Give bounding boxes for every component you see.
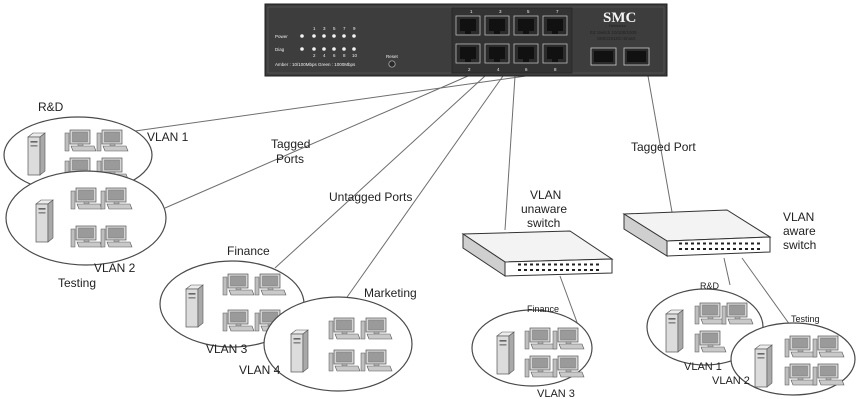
brand-logo: SMC (603, 10, 636, 26)
led-number: 7 (343, 26, 346, 31)
branding: SMC Networks EZ Switch 10/100/1000 SMCGS… (590, 10, 637, 41)
diag-led (300, 47, 304, 51)
finance-left-name: Finance (227, 244, 270, 258)
port-number: 3 (499, 9, 502, 14)
group-finance-mid: Finance VLAN 3 (471, 304, 593, 399)
tagged-port-label: Tagged Port (631, 140, 696, 154)
ethernet-port-8[interactable] (542, 43, 568, 64)
group-rd-right: R&D VLAN 1 (646, 281, 764, 373)
testing-right-name: Testing (791, 314, 820, 324)
ethernet-port-4[interactable] (484, 43, 510, 64)
cable-testing-right (741, 257, 791, 326)
group-marketing: Marketing VLAN 4 (239, 286, 417, 392)
marketing-vlan: VLAN 4 (239, 363, 281, 377)
group-testing-left: VLAN 2 Testing (5, 170, 167, 290)
cable-testing (164, 75, 469, 209)
rj45-port-block: 1 3 5 7 2 4 6 8 (451, 7, 573, 74)
finance-mid-vlan: VLAN 3 (537, 388, 575, 399)
reset-button[interactable] (388, 60, 396, 68)
main-switch-panel: Power Diag 1 3 5 7 9 2 4 6 8 10 Amber : … (264, 3, 668, 77)
port-leds-bottom (312, 47, 356, 51)
port-number: 4 (497, 67, 500, 72)
led-number: 4 (323, 53, 326, 58)
testing-right-vlan: VLAN 2 (712, 375, 750, 387)
marketing-name: Marketing (364, 286, 417, 300)
ethernet-port-2[interactable] (455, 43, 481, 64)
rd-left-vlan: VLAN 1 (147, 130, 189, 144)
model-line-1: EZ Switch 10/100/1000 (590, 30, 637, 35)
cable-rd-left (127, 75, 527, 133)
ethernet-port-6[interactable] (513, 43, 539, 64)
led-number: 9 (353, 26, 356, 31)
led-number: 3 (323, 26, 326, 31)
cable-marketing (344, 75, 504, 301)
finance-mid-name: Finance (527, 304, 559, 314)
brand-sub: Networks (609, 23, 626, 28)
sfp-port-10[interactable] (623, 47, 650, 66)
group-testing-right: Testing VLAN 2 (712, 314, 856, 396)
reset-label: Reset (386, 54, 399, 59)
rd-left-name: R&D (38, 100, 64, 114)
led-number: 2 (313, 53, 316, 58)
port-number: 8 (554, 67, 557, 72)
power-led-label: Power (275, 34, 288, 39)
diag-led-label: Diag (275, 47, 285, 52)
cable-finance-left (274, 75, 486, 269)
tagged-ports-label-line2: Ports (276, 152, 304, 166)
unaware-label-line2: unaware (521, 202, 567, 216)
ethernet-port-7[interactable] (542, 15, 568, 36)
led-legend: Amber : 10/100Mbps Green : 1000Mbps (275, 62, 356, 67)
led-number: 5 (333, 26, 336, 31)
led-number: 10 (352, 53, 358, 58)
cable-rd-right (723, 257, 731, 286)
cable-aware-switch (647, 75, 673, 213)
sfp-port-9[interactable] (590, 47, 617, 66)
ethernet-port-1[interactable] (455, 15, 481, 36)
port-number: 1 (470, 9, 473, 14)
unaware-label-line3: switch (527, 216, 560, 230)
model-line-2: SMCGS10C-Smart (597, 36, 636, 41)
untagged-ports-label: Untagged Ports (329, 190, 412, 204)
power-led (300, 34, 304, 38)
rd-right-name: R&D (700, 281, 720, 291)
testing-left-name: Testing (58, 276, 96, 290)
port-number: 2 (468, 67, 471, 72)
port-number: 5 (527, 9, 530, 14)
ethernet-port-3[interactable] (484, 15, 510, 36)
led-section: Power Diag 1 3 5 7 9 2 4 6 8 10 Amber : … (275, 26, 358, 67)
tagged-ports-label-line1: Tagged (271, 137, 310, 151)
rd-right-vlan: VLAN 1 (684, 361, 722, 373)
cable-unaware-switch (504, 75, 516, 231)
led-number: 8 (343, 53, 346, 58)
cables (127, 75, 791, 326)
port-number: 7 (556, 9, 559, 14)
aware-label-line1: VLAN (783, 210, 814, 224)
ethernet-port-5[interactable] (513, 15, 539, 36)
cable-finance-mid (559, 275, 579, 326)
testing-left-vlan: VLAN 2 (94, 261, 136, 275)
vlan-unaware-switch: VLAN unaware switch (461, 188, 614, 277)
finance-left-vlan: VLAN 3 (206, 342, 248, 356)
led-number: 6 (333, 53, 336, 58)
unaware-label-line1: VLAN (530, 188, 561, 202)
port-leds-top (312, 34, 356, 38)
aware-label-line2: aware (783, 224, 816, 238)
aware-label-line3: switch (783, 238, 816, 252)
led-number: 1 (313, 26, 316, 31)
vlan-aware-switch: VLAN aware switch (622, 209, 816, 257)
group-finance-left: Finance VLAN 3 (159, 244, 305, 356)
port-number: 6 (525, 67, 528, 72)
